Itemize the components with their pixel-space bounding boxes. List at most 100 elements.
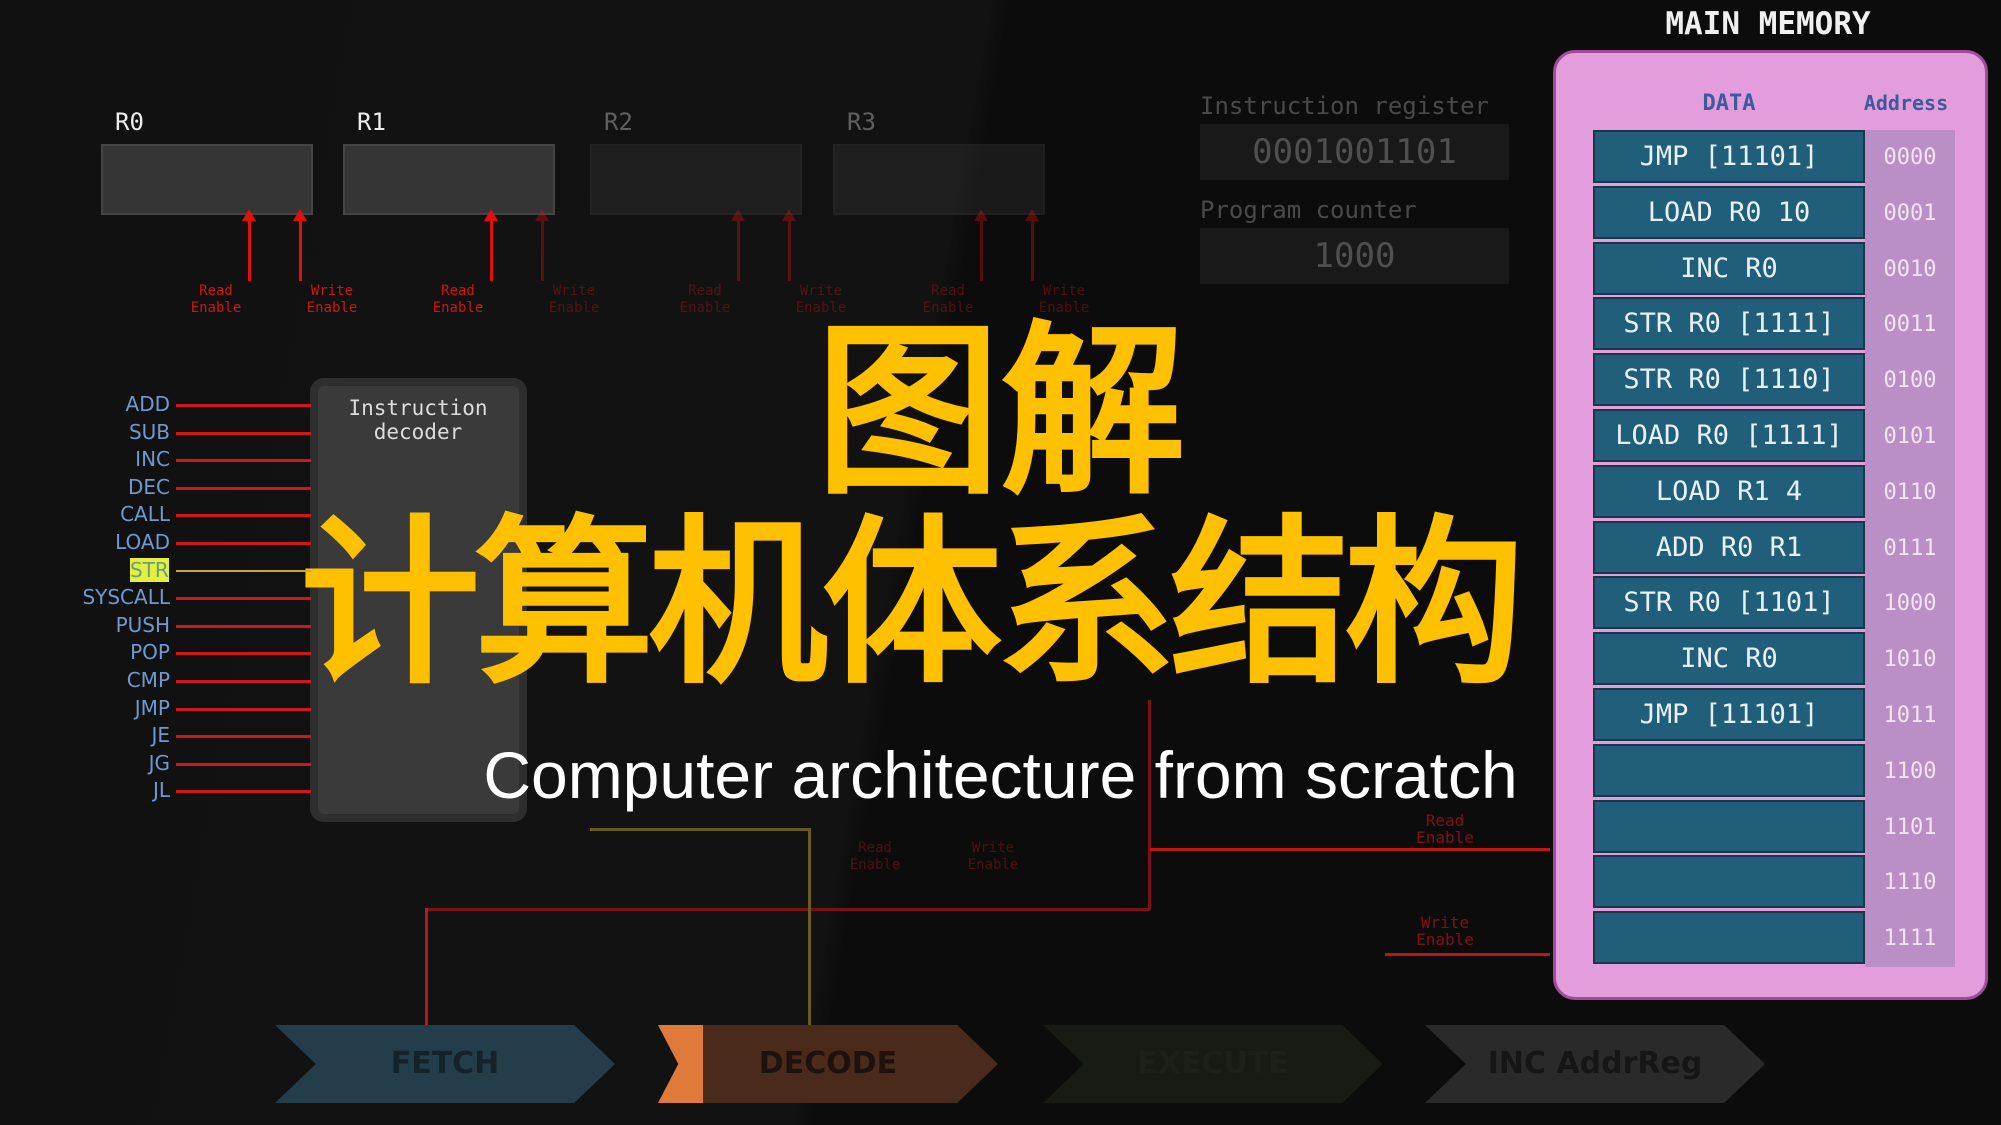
opcode-label: LOAD (115, 530, 170, 554)
memory-data-cell: STR R0 [1110] (1593, 353, 1865, 407)
opcode-label: CMP (126, 668, 170, 692)
read-enable-arrow (484, 209, 498, 281)
opcode-line (176, 597, 311, 601)
instruction-register: Instruction register 0001001101 (1200, 92, 1509, 180)
memory-data-cell: ADD R0 R1 (1593, 520, 1865, 574)
memory-address-cell: 1100 (1883, 758, 1937, 784)
opcode-line (176, 431, 311, 435)
memory-data-cell: STR R0 [1101] (1593, 576, 1865, 630)
memory-data-cell (1593, 743, 1865, 797)
memory-data-cell: LOAD R1 4 (1593, 464, 1865, 518)
write-enable-arrow (293, 209, 307, 281)
main-memory-title: MAIN MEMORY (1665, 6, 1871, 42)
memory-data-cell: INC R0 (1593, 632, 1865, 686)
write-enable-arrow (535, 209, 549, 281)
memory-data-cell (1593, 799, 1865, 853)
memory-data-cell (1593, 911, 1865, 965)
opcode-label: DEC (127, 474, 170, 499)
pc-write-enable-label: Write Enable (967, 840, 1019, 873)
opcode-line (176, 459, 311, 463)
opcode-line (176, 652, 311, 656)
opcode-label: ADD (125, 392, 170, 416)
program-counter: Program counter 1000 (1200, 196, 1509, 284)
opcode-line (176, 735, 311, 739)
opcode-label: POP (130, 640, 170, 665)
title-line-2: 计算机体系结构 (300, 500, 1524, 709)
write-enable-label: Write Enable (1038, 283, 1090, 316)
opcode-line (176, 762, 311, 766)
opcode-label: INC (135, 447, 170, 472)
address-column (1865, 130, 1955, 967)
opcode-line (176, 707, 311, 711)
read-enable-arrow (974, 209, 988, 281)
pipeline-stage-fetch: FETCH (275, 1025, 615, 1103)
subtitle: Computer architecture from scratch (483, 738, 1518, 812)
read-enable-label: Read Enable (922, 283, 974, 316)
register-box (343, 144, 555, 215)
memory-address-cell: 0011 (1883, 312, 1937, 338)
title-line-1: 图解 (815, 304, 1186, 520)
memory-data-cell: LOAD R0 [1111] (1593, 409, 1865, 462)
register-label: R1 (357, 108, 386, 136)
wire (590, 828, 810, 831)
memory-address-cell: 0110 (1883, 479, 1937, 505)
write-enable-arrow (782, 209, 796, 281)
opcode-line (176, 624, 311, 628)
pipeline-stage-inc-addrreg: INC AddrReg (1425, 1025, 1765, 1103)
instruction-register-value: 0001001101 (1200, 124, 1509, 180)
memory-address-cell: 0001 (1883, 200, 1937, 226)
program-counter-value: 1000 (1200, 228, 1509, 284)
wire (425, 908, 428, 1026)
wire (425, 908, 1150, 911)
address-header: Address (1863, 91, 1949, 115)
memory-write-enable-label: Write Enable (1416, 913, 1474, 949)
opcode-line (176, 542, 311, 545)
wire (1148, 700, 1151, 910)
memory-data-cell: LOAD R0 10 (1593, 185, 1865, 239)
opcode-label: JE (151, 723, 170, 748)
memory-address-cell: 0111 (1883, 535, 1937, 561)
write-enable-arrow (1025, 209, 1039, 281)
pipeline-stage-execute: EXECUTE (1043, 1025, 1383, 1103)
write-enable-label: Write Enable (795, 283, 847, 316)
opcode-line (176, 569, 311, 572)
opcode-label: PUSH (115, 612, 170, 637)
wire (808, 828, 811, 1028)
pipeline-stage-decode: DECODE (658, 1025, 998, 1103)
memory-data-cell (1593, 855, 1865, 909)
register-box (101, 144, 313, 215)
opcode-label: CALL (120, 502, 170, 527)
opcode-line (176, 486, 311, 490)
memory-data-cell: INC R0 (1593, 241, 1865, 295)
opcode-label: STR (130, 557, 169, 582)
opcode-label: SYSCALL (82, 585, 170, 610)
decode-progress-indicator (658, 1025, 703, 1103)
opcode-line (176, 404, 311, 407)
opcode-line (176, 680, 311, 683)
memory-address-cell: 0000 (1883, 145, 1937, 170)
wire (1150, 848, 1550, 851)
read-enable-label: Read Enable (190, 283, 242, 316)
wire (1385, 953, 1550, 956)
program-counter-label: Program counter (1200, 196, 1417, 224)
memory-data-cell: STR R0 [1111] (1593, 297, 1865, 351)
pc-read-enable-label: Read Enable (849, 840, 901, 873)
opcode-label: JL (152, 778, 170, 803)
memory-read-enable-label: Read Enable (1416, 811, 1474, 847)
opcode-label: JG (148, 750, 170, 775)
read-enable-arrow (731, 209, 745, 281)
memory-address-cell: 1101 (1883, 814, 1937, 840)
register-label: R2 (604, 108, 633, 136)
opcode-line (176, 514, 311, 518)
register-label: R3 (847, 108, 876, 136)
instruction-register-label: Instruction register (1200, 92, 1489, 120)
memory-address-cell: 0010 (1883, 256, 1937, 282)
opcode-label: JMP (134, 695, 170, 720)
memory-data-cell: JMP [11101] (1593, 688, 1865, 741)
data-header: DATA (1702, 91, 1756, 116)
memory-address-cell: 1110 (1883, 870, 1937, 896)
read-enable-arrow (242, 209, 256, 281)
write-enable-label: Write Enable (306, 283, 358, 316)
